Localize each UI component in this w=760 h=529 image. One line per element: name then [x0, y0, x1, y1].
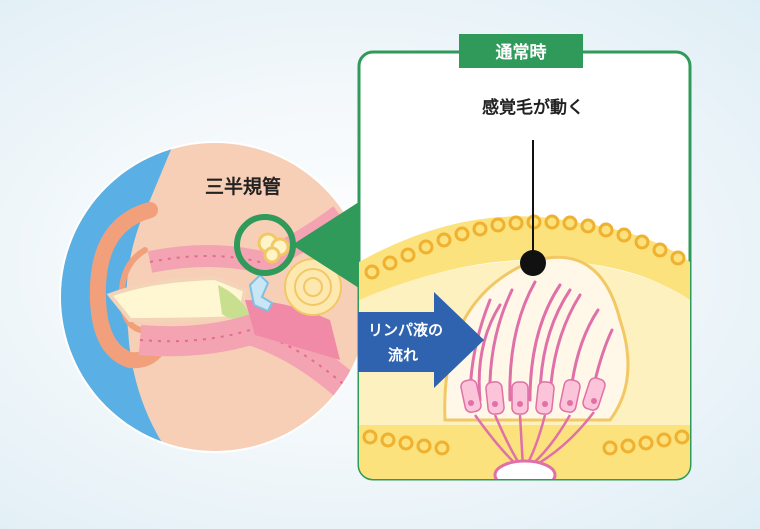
normal-state-label: 通常時 [496, 42, 547, 63]
membrane-cells [362, 214, 690, 456]
lymph-flow-label-line2: 流れ [388, 346, 418, 364]
lymph-flow-label-line1: リンパ液の [368, 321, 443, 339]
normal-state-tab [459, 34, 583, 68]
hair-moves-pointer-dot [520, 250, 546, 276]
semicircular-canals-label: 三半規管 [205, 175, 281, 198]
hair-cells [460, 377, 606, 415]
lymph-flow-arrow: リンパ液の 流れ [358, 292, 484, 388]
hair-moves-label: 感覚毛が動く [482, 97, 584, 118]
callout-wedge [292, 200, 362, 290]
